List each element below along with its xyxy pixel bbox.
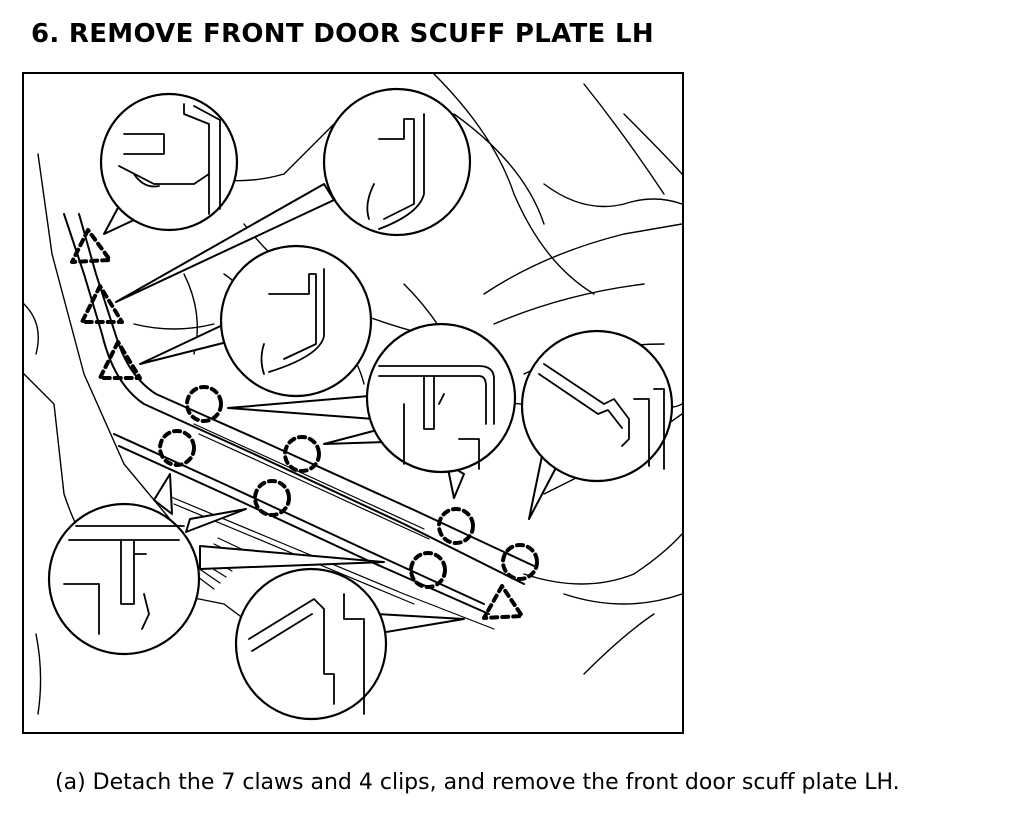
- detail-circle-7: [234, 567, 388, 721]
- detail-circle-3: [219, 244, 373, 398]
- clip-marker: [409, 551, 447, 589]
- clip-marker: [185, 385, 223, 423]
- clip-markers: [158, 385, 539, 589]
- step-title: 6. REMOVE FRONT DOOR SCUFF PLATE LH: [31, 19, 654, 49]
- detail-circle-5: [520, 329, 674, 483]
- detail-circles: [47, 87, 674, 721]
- clip-marker: [437, 507, 475, 545]
- claw-marker: [70, 228, 112, 264]
- claw-markers: [70, 228, 524, 620]
- claw-marker: [482, 584, 524, 620]
- detail-circle-6: [47, 502, 201, 656]
- clip-marker: [283, 435, 321, 473]
- detail-linework: [63, 103, 665, 715]
- detail-circle-2: [322, 87, 472, 237]
- clip-marker: [501, 543, 539, 581]
- clip-marker: [253, 479, 291, 517]
- claw-marker: [98, 340, 142, 380]
- callout-pointers: [103, 183, 560, 635]
- detail-circle-1: [99, 92, 239, 232]
- claw-marker: [80, 284, 124, 324]
- clip-marker: [158, 429, 196, 467]
- scuff-plate-diagram: [22, 72, 684, 734]
- scuff-plate-illustration: [24, 74, 682, 721]
- instruction-text: (a) Detach the 7 claws and 4 clips, and …: [55, 770, 900, 795]
